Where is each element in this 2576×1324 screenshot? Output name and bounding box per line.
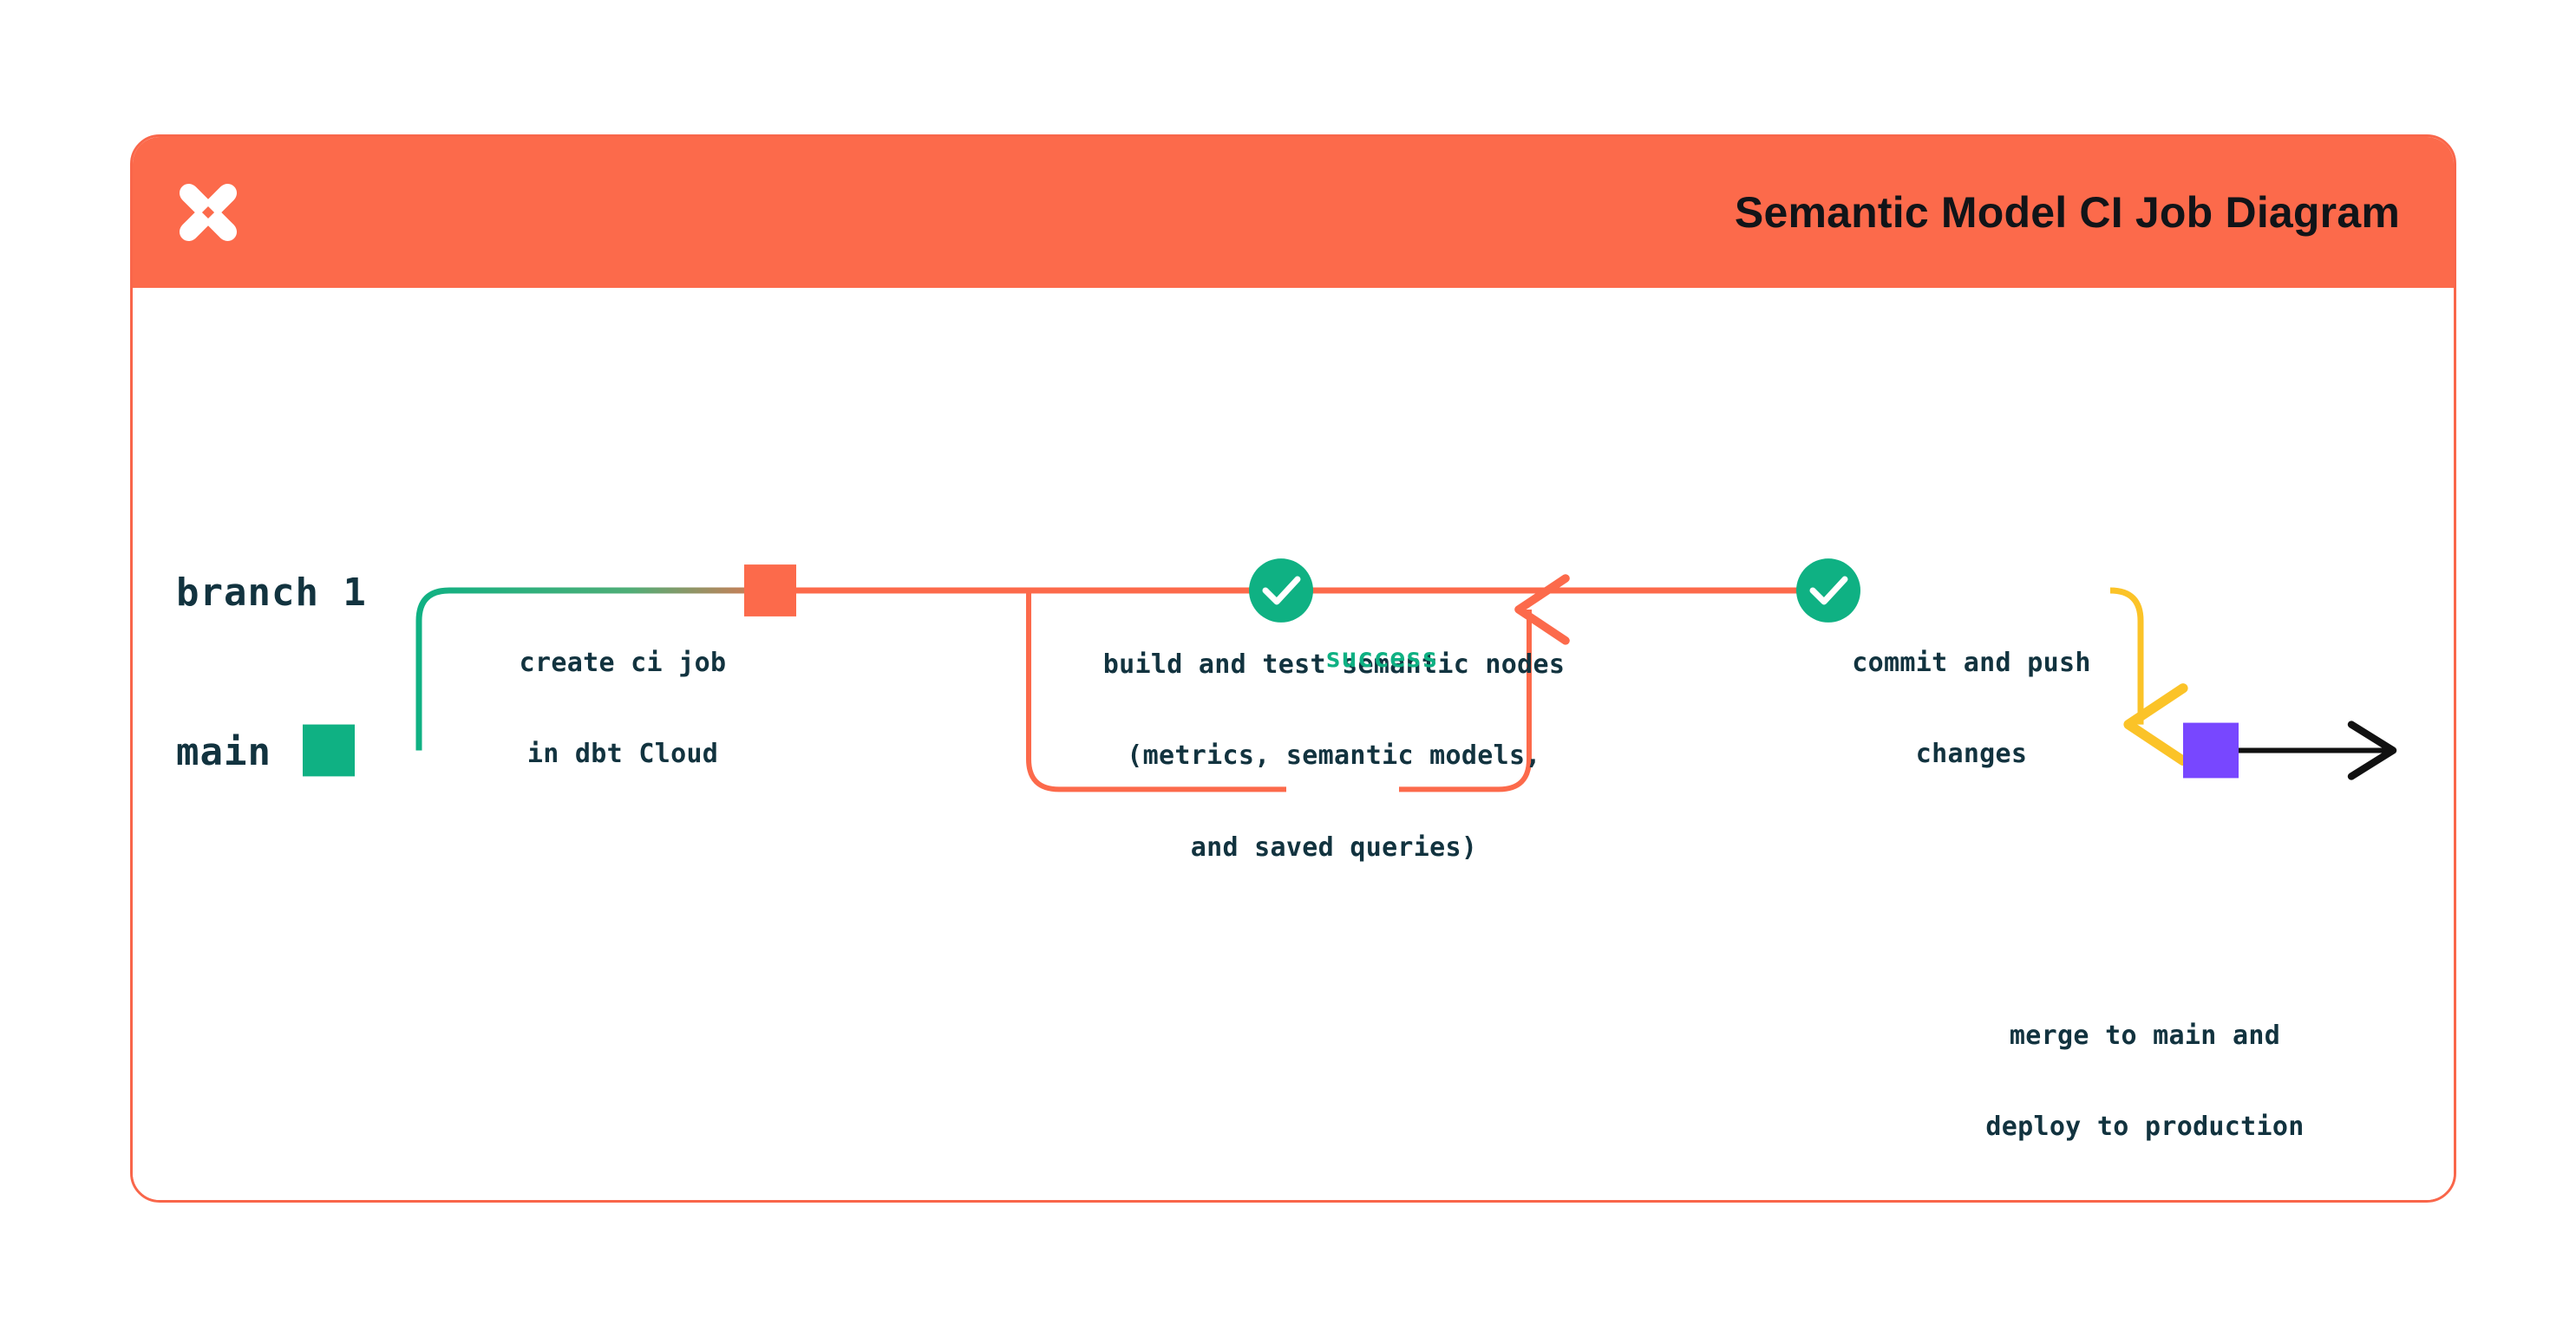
node-caption-build-and-test: build and test semantic nodes (metrics, … — [1030, 589, 1638, 923]
diagram-canvas: branch 1 main create ci job in dbt Cloud… — [133, 288, 2454, 1200]
check-icon — [1809, 576, 1848, 605]
caption-line: commit and push — [1852, 648, 2091, 679]
diagram-header: Semantic Model CI Job Diagram — [133, 137, 2454, 288]
node-caption-create-ci-job: create ci job in dbt Cloud — [488, 587, 757, 831]
node-commit-and-push[interactable] — [1796, 558, 1860, 623]
diagram-card: Semantic Model CI Job Diagram — [130, 134, 2456, 1203]
dbt-logo-icon — [171, 175, 245, 250]
branch-label-branch-1: branch 1 — [176, 571, 367, 615]
caption-line: changes — [1915, 739, 2028, 770]
caption-line: merge to main and — [2009, 1021, 2281, 1052]
node-caption-commit-and-push: commit and push changes — [1781, 587, 2162, 831]
branch-label-main: main — [176, 730, 271, 774]
edge-branch-off — [415, 587, 801, 751]
caption-line: (metrics, semantic models, — [1127, 740, 1541, 772]
node-main-start[interactable] — [303, 724, 355, 777]
caption-line: create ci job — [519, 648, 727, 679]
caption-line: build and test semantic nodes — [1102, 649, 1566, 681]
edge-ci-success-loop — [1026, 574, 1570, 792]
node-build-and-test[interactable] — [1249, 558, 1313, 623]
node-create-ci-job[interactable] — [744, 564, 796, 616]
edge-label-success: success — [1325, 643, 1438, 674]
caption-line: deploy to production — [1985, 1112, 2305, 1143]
check-icon — [1262, 576, 1301, 605]
node-merge-to-main[interactable] — [2183, 722, 2239, 779]
caption-line: and saved queries) — [1190, 832, 1478, 863]
node-caption-merge-to-main: merge to main and deploy to production — [1919, 960, 2370, 1200]
edge-merge-down — [2109, 587, 2188, 766]
page-title: Semantic Model CI Job Diagram — [1734, 188, 2400, 237]
caption-line: in dbt Cloud — [526, 739, 719, 770]
branch-flow-graphic — [302, 558, 2397, 792]
